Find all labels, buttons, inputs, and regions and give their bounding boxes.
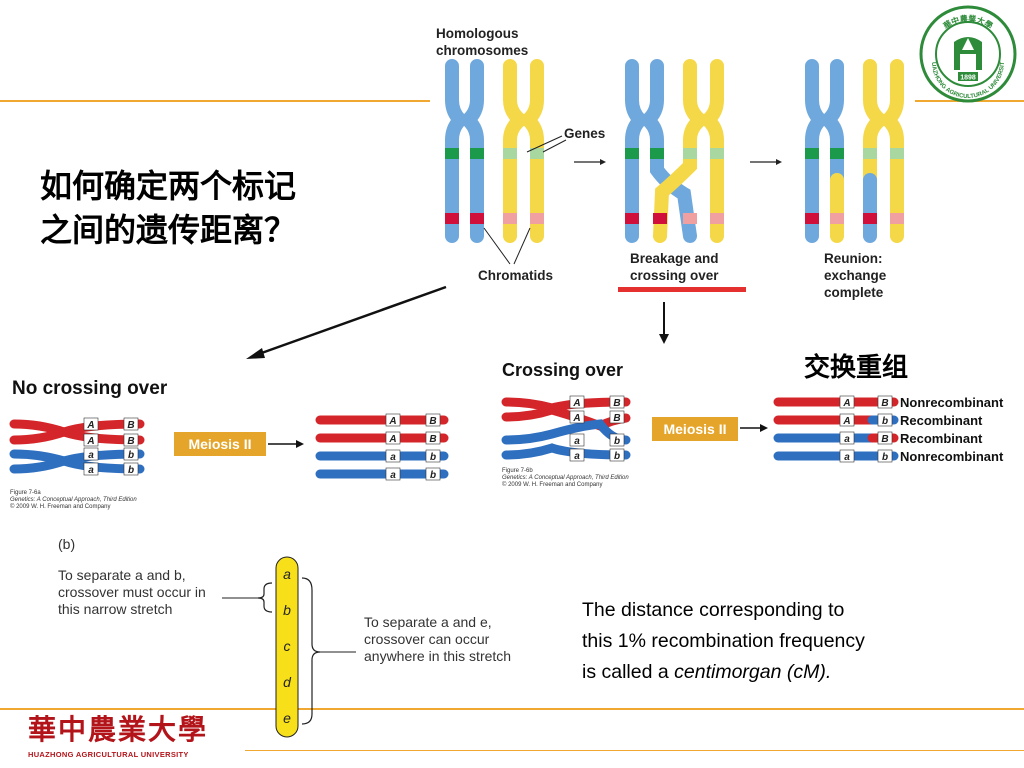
header-rule-left: [0, 100, 430, 102]
svg-text:A: A: [842, 416, 850, 427]
svg-text:a: a: [88, 450, 94, 461]
svg-text:b: b: [614, 451, 620, 462]
svg-text:A: A: [388, 434, 396, 445]
crossing-over-highlight: [618, 287, 746, 292]
reunion-pair: [805, 59, 904, 243]
svg-text:A: A: [572, 398, 580, 409]
svg-text:b: b: [128, 450, 134, 461]
svg-text:B: B: [127, 436, 134, 447]
figure-number-left: Figure 7-6a: [10, 490, 41, 496]
svg-text:a: a: [390, 452, 396, 463]
svg-text:a: a: [390, 470, 396, 481]
gene-e: e: [283, 710, 291, 726]
svg-text:b: b: [430, 470, 436, 481]
figure-book-right: Genetics: A Conceptual Approach, Third E…: [502, 475, 629, 481]
definition-line-3: is called a centimorgan (cM).: [582, 661, 832, 683]
centimorgan-term: centimorgan (cM).: [674, 661, 832, 683]
meiosis-ii-label-right: Meiosis II: [652, 417, 738, 441]
gene-d: d: [283, 674, 291, 690]
figure-copyright-left: © 2009 W. H. Freeman and Company: [10, 504, 111, 510]
crossing-output: A B A b a B a b: [773, 395, 899, 463]
crossing-over-pair: [625, 59, 724, 243]
svg-text:a: a: [844, 434, 850, 445]
svg-text:A: A: [86, 436, 94, 447]
footer-university-name: HUAZHONG AGRICULTURAL UNIVERSITY: [28, 750, 189, 759]
gene-b: b: [283, 602, 291, 618]
definition-line-2: this 1% recombination frequency: [582, 630, 865, 652]
breakage-label: Breakage and crossing over: [630, 251, 719, 283]
question-line-1: 如何确定两个标记: [40, 167, 297, 205]
university-seal-icon: 1898 HUAZHONG AGRICULTURAL UNIVERSITY 華中…: [916, 0, 1017, 103]
down-arrow: [659, 302, 669, 344]
svg-text:b: b: [882, 452, 888, 463]
no-crossing-title: No crossing over: [12, 378, 168, 399]
svg-text:B: B: [881, 398, 888, 409]
svg-text:b: b: [430, 452, 436, 463]
panel-b-tag: (b): [58, 536, 76, 552]
result-label-3: Recombinant: [900, 431, 983, 446]
svg-text:a: a: [574, 451, 580, 462]
gene-bar: [275, 556, 299, 738]
genes-label: Genes: [564, 126, 606, 141]
homologous-chromosomes-label: Homologous chromosomes: [436, 26, 529, 58]
result-label-2: Recombinant: [900, 413, 983, 428]
footer-calligraphy: 華中農業大學: [28, 713, 209, 746]
definition-line-1: The distance corresponding to: [582, 599, 845, 621]
footer-rule-inner: [245, 750, 1024, 751]
gene-a: a: [283, 566, 291, 582]
svg-text:A: A: [86, 420, 94, 431]
reunion-label: Reunion: exchange complete: [824, 251, 887, 300]
svg-text:B: B: [429, 434, 436, 445]
narrow-stretch-bracket: [222, 582, 273, 613]
process-arrow: [574, 159, 782, 165]
homologous-pair: [445, 59, 567, 265]
svg-text:a: a: [574, 436, 580, 447]
svg-text:B: B: [429, 416, 436, 427]
svg-text:B: B: [881, 434, 888, 445]
figure-book-left: Genetics: A Conceptual Approach, Third E…: [10, 497, 137, 503]
wide-stretch-bracket: [301, 577, 356, 725]
svg-text:b: b: [614, 436, 620, 447]
crossing-input: A B A B a b a b: [501, 395, 631, 462]
exchange-label: 交换重组: [804, 353, 909, 383]
figure-number-right: Figure 7-6b: [502, 468, 533, 474]
question-heading: 如何确定两个标记 之间的遗传距离？: [40, 164, 296, 252]
svg-text:a: a: [844, 452, 850, 463]
no-crossing-input: A B A B a b a b: [9, 417, 145, 476]
result-label-4: Nonrecombinant: [900, 449, 1004, 464]
chromatids-label: Chromatids: [478, 268, 554, 283]
svg-text:B: B: [613, 398, 620, 409]
university-logo: 1898 HUAZHONG AGRICULTURAL UNIVERSITY 華中…: [916, 0, 1018, 104]
figure-copyright-right: © 2009 W. H. Freeman and Company: [502, 482, 603, 488]
figure-caption-right: Figure 7-6b Genetics: A Conceptual Appro…: [502, 468, 702, 489]
svg-text:b: b: [882, 416, 888, 427]
footer-rule: [0, 708, 1024, 710]
svg-text:1898: 1898: [960, 75, 976, 82]
gene-c: c: [283, 638, 291, 654]
svg-text:b: b: [128, 465, 134, 476]
diagonal-arrow: [246, 285, 447, 359]
panel-b-right-text: To separate a and e, crossover can occur…: [364, 614, 512, 664]
result-label-1: Nonrecombinant: [900, 395, 1004, 410]
panel-b-left-text: To separate a and b, crossover must occu…: [58, 567, 206, 617]
svg-text:A: A: [388, 416, 396, 427]
footer-logo: 華中農業大學 HUAZHONG AGRICULTURAL UNIVERSITY: [28, 710, 218, 766]
svg-text:A: A: [572, 413, 580, 424]
svg-text:B: B: [127, 420, 134, 431]
svg-text:B: B: [613, 413, 620, 424]
question-line-2: 之间的遗传距离？: [40, 211, 297, 249]
meiosis-ii-label-left: Meiosis II: [174, 432, 266, 456]
centimorgan-definition: The distance corresponding to this 1% re…: [582, 595, 982, 688]
svg-text:A: A: [842, 398, 850, 409]
gene-letters: a b c d e: [276, 566, 298, 746]
figure-caption-left: Figure 7-6a Genetics: A Conceptual Appro…: [10, 490, 210, 511]
crossing-title: Crossing over: [502, 360, 624, 380]
svg-text:a: a: [88, 465, 94, 476]
no-crossing-output: A B A B a b a b: [315, 413, 449, 481]
